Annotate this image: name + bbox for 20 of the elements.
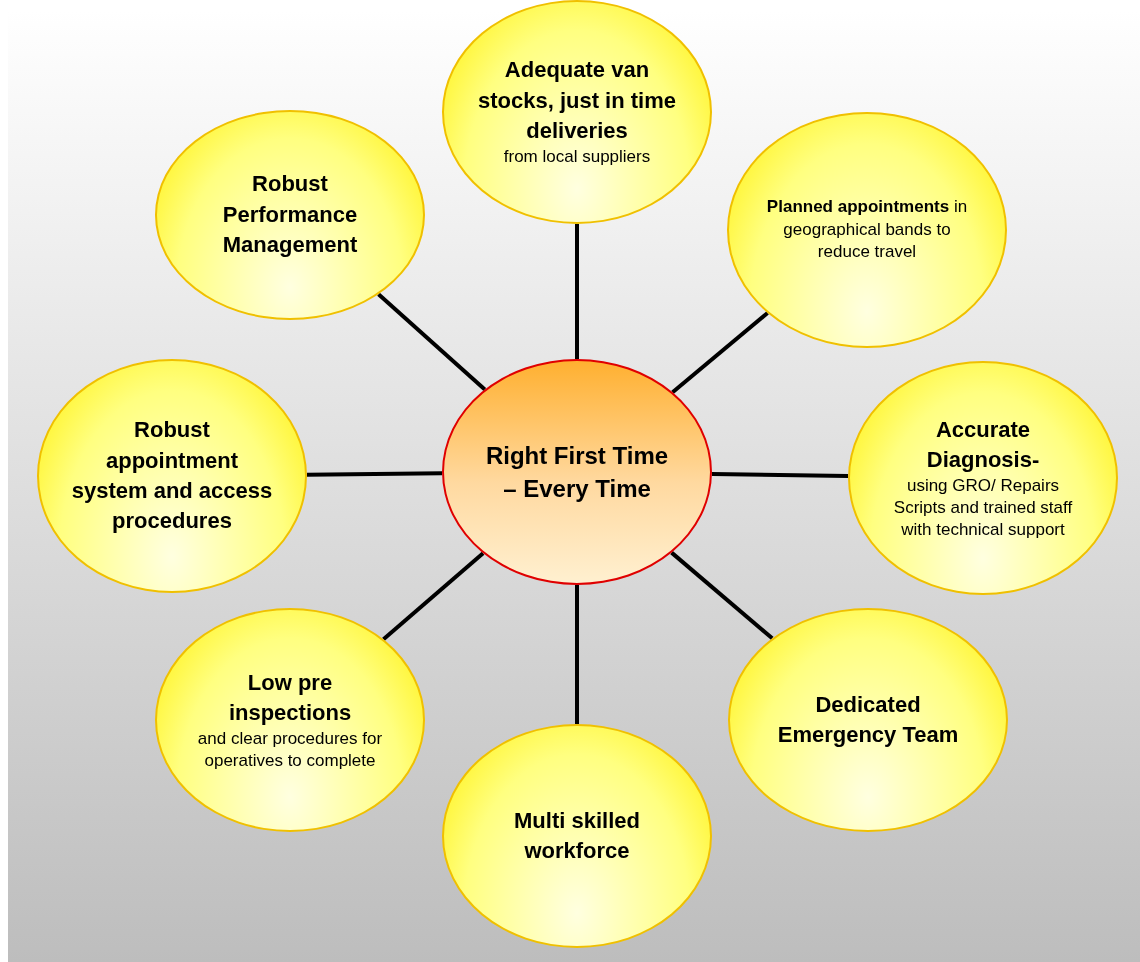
connector-line (382, 551, 485, 641)
node-title: Planned appointments in geographical bands to reduce travel (765, 195, 969, 264)
connector-line (575, 585, 579, 724)
node-title: Adequate van stocks, just in time deliveries (476, 56, 678, 146)
node-title: Low pre inspections (227, 668, 353, 727)
node-title: Robust appointment system and access procedures (71, 416, 273, 536)
connector-line (575, 224, 579, 359)
node-title: Dedicated Emergency Team (776, 690, 960, 749)
node-description: using GRO/ Repairs Scripts and trained staff with technical support (892, 475, 1074, 542)
connector-line (306, 471, 443, 477)
connector-line (711, 472, 849, 478)
node-title: Right First Time – Every Time (484, 440, 670, 504)
connector-line (671, 311, 769, 394)
node-title: Robust Performance Management (221, 170, 359, 260)
node-title: Accurate Diagnosis- (925, 415, 1041, 474)
node-description: and clear procedures for operatives to complete (196, 728, 384, 773)
node-description: from local suppliers (503, 146, 651, 169)
node-title: Multi skilled workforce (513, 806, 641, 865)
connector-line (670, 551, 774, 640)
connector-line (377, 292, 487, 391)
